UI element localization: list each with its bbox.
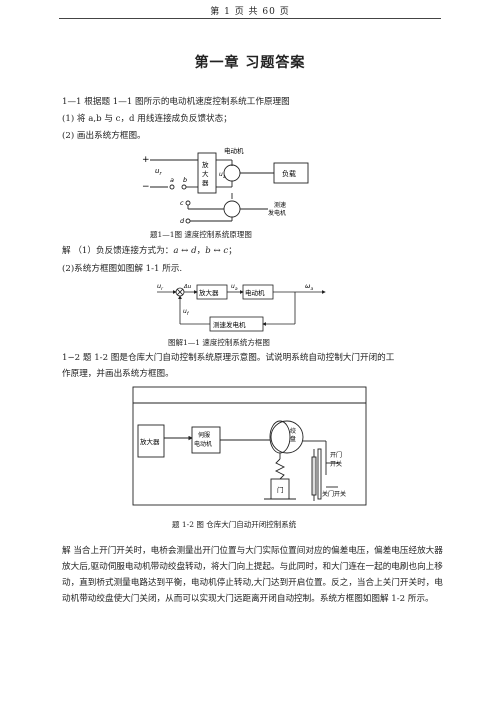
solution-1-line-1: 解 （1）负反馈连接方式为：a ↔ d，b ↔ c；	[62, 246, 237, 256]
terminal-b-label: b	[183, 176, 187, 184]
problem-2-line-2: 作原理，并画出系统方框图。	[62, 369, 174, 379]
plus-sign: +	[142, 155, 150, 165]
motor-label: 电动机	[224, 146, 244, 155]
solution-1-line-2: (2)系统方框图如图解 1-1 所示.	[62, 264, 183, 274]
problem-1-stem: 1—1 根据题 1—1 图所示的电动机速度控制系统工作原理图	[62, 97, 290, 107]
problem-1-item-1: (1) 将 a,b 与 c，d 用线连接成负反馈状态；	[62, 114, 232, 124]
drum-label: 绞盘	[290, 427, 296, 443]
figure-sol-1-1-block-diagram: ur Δu 放大器 ua 电动机 ωa uf 测速发电机	[157, 282, 326, 332]
problem-1-item-2: (2) 画出系统方框图。	[62, 131, 146, 141]
sol-tach-label: 测速发电机	[213, 320, 246, 329]
sol-motor-label: 电动机	[245, 288, 265, 297]
omega-label: ωa	[305, 282, 313, 292]
minus-sign: −	[142, 182, 150, 192]
terminal-d-label: d	[180, 217, 185, 225]
problem-2-line-1: 1−2 题 1-2 图是仓库大门自动控制系统原理示意图。试说明系统自动控制大门开…	[62, 353, 395, 363]
figure-sol-1-1-caption: 图解1—1 速度控制系统方框图	[168, 338, 270, 347]
tach-label: 测速发电机	[268, 201, 286, 217]
header-rule	[59, 18, 441, 19]
sol-ua-label: ua	[231, 283, 238, 292]
door-amplifier-label: 放大器	[140, 437, 160, 446]
solution-2-text: 解 当合上开门开关时，电桥会测量出开门位置与大门实际位置间对应的偏差电压，偏差电…	[62, 546, 443, 604]
figure-1-2-diagram: 放大器 伺服电动机 绞盘 门 开门开关 关门开关	[132, 386, 367, 506]
ua-label: ua	[219, 171, 226, 180]
chapter-title: 第一章 习题答案	[194, 55, 306, 71]
door-label: 门	[277, 485, 284, 494]
ur-label: ur	[155, 167, 162, 177]
open-switch-label: 开门开关	[330, 451, 342, 468]
load-label: 负载	[282, 169, 296, 178]
page-header: 第 1 页 共 60 页	[210, 7, 290, 17]
amplifier-label: 放大器	[202, 160, 209, 187]
sol-ur-label: ur	[157, 282, 164, 292]
sol-amplifier-label: 放大器	[199, 288, 219, 297]
close-switch-label: 关门开关	[322, 490, 346, 498]
terminal-c-label: c	[180, 199, 184, 207]
figure-1-2-caption: 题 1-2 图 仓库大门自动开闭控制系统	[172, 520, 297, 529]
servo-label: 伺服电动机	[194, 431, 212, 448]
figure-1-1-diagram: + − ur a b c d 放大器 ua 电动机 负载 测速发电机	[142, 146, 309, 225]
terminal-a-label: a	[170, 176, 174, 184]
delta-u-label: Δu	[183, 284, 192, 290]
figure-1-1-caption: 题1—1图 速度控制系统原理图	[150, 230, 252, 239]
sol-uf-label: uf	[183, 308, 190, 317]
